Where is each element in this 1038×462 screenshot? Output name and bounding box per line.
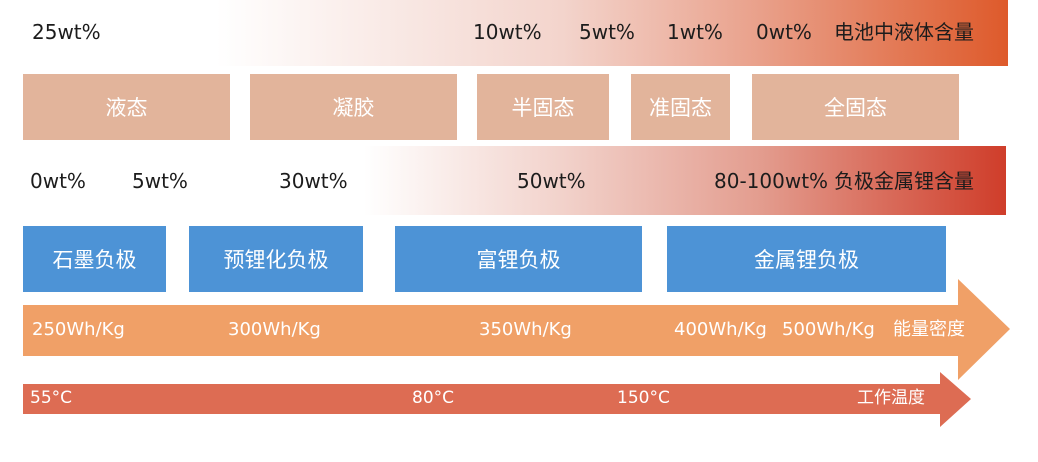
energy-tick-350: 350Wh/Kg (479, 319, 572, 340)
anode-tick-80-100: 80-100wt% (714, 169, 829, 193)
temp-tick-55: 55°C (30, 388, 73, 408)
anode-lithium-metal: 金属锂负极 (667, 226, 946, 292)
electrolyte-all-solid: 全固态 (752, 74, 959, 140)
anode-tick-5: 5wt% (132, 169, 188, 193)
liquid-content-band (18, 0, 1008, 66)
anode-tick-50: 50wt% (517, 169, 586, 193)
energy-density-arrow-shape (23, 279, 1010, 380)
anode-tick-30: 30wt% (279, 169, 348, 193)
temperature-arrow-shape (23, 372, 971, 427)
energy-tick-500: 500Wh/Kg (782, 319, 875, 340)
anode-metal-title: 负极金属锂含量 (834, 169, 974, 193)
energy-tick-400: 400Wh/Kg (674, 319, 767, 340)
liquid-tick-0: 0wt% (756, 20, 812, 44)
anode-tick-0: 0wt% (30, 169, 86, 193)
electrolyte-liquid: 液态 (23, 74, 230, 140)
anode-metal-band (18, 146, 1006, 215)
electrolyte-semi-solid: 半固态 (477, 74, 609, 140)
liquid-content-title: 电池中液体含量 (834, 20, 974, 44)
temp-tick-150: 150°C (617, 388, 670, 408)
electrolyte-quasi-solid: 准固态 (631, 74, 730, 140)
energy-density-title: 能量密度 (893, 319, 965, 340)
temp-tick-80: 80°C (412, 388, 455, 408)
energy-tick-250: 250Wh/Kg (32, 319, 125, 340)
energy-tick-300: 300Wh/Kg (228, 319, 321, 340)
anode-prelithiated: 预锂化负极 (189, 226, 363, 292)
liquid-tick-25: 25wt% (32, 20, 101, 44)
liquid-tick-5: 5wt% (579, 20, 635, 44)
liquid-tick-1: 1wt% (667, 20, 723, 44)
anode-lithium-rich: 富锂负极 (395, 226, 642, 292)
temperature-title: 工作温度 (857, 388, 925, 408)
electrolyte-gel: 凝胶 (250, 74, 457, 140)
anode-graphite: 石墨负极 (23, 226, 166, 292)
liquid-tick-10: 10wt% (473, 20, 542, 44)
